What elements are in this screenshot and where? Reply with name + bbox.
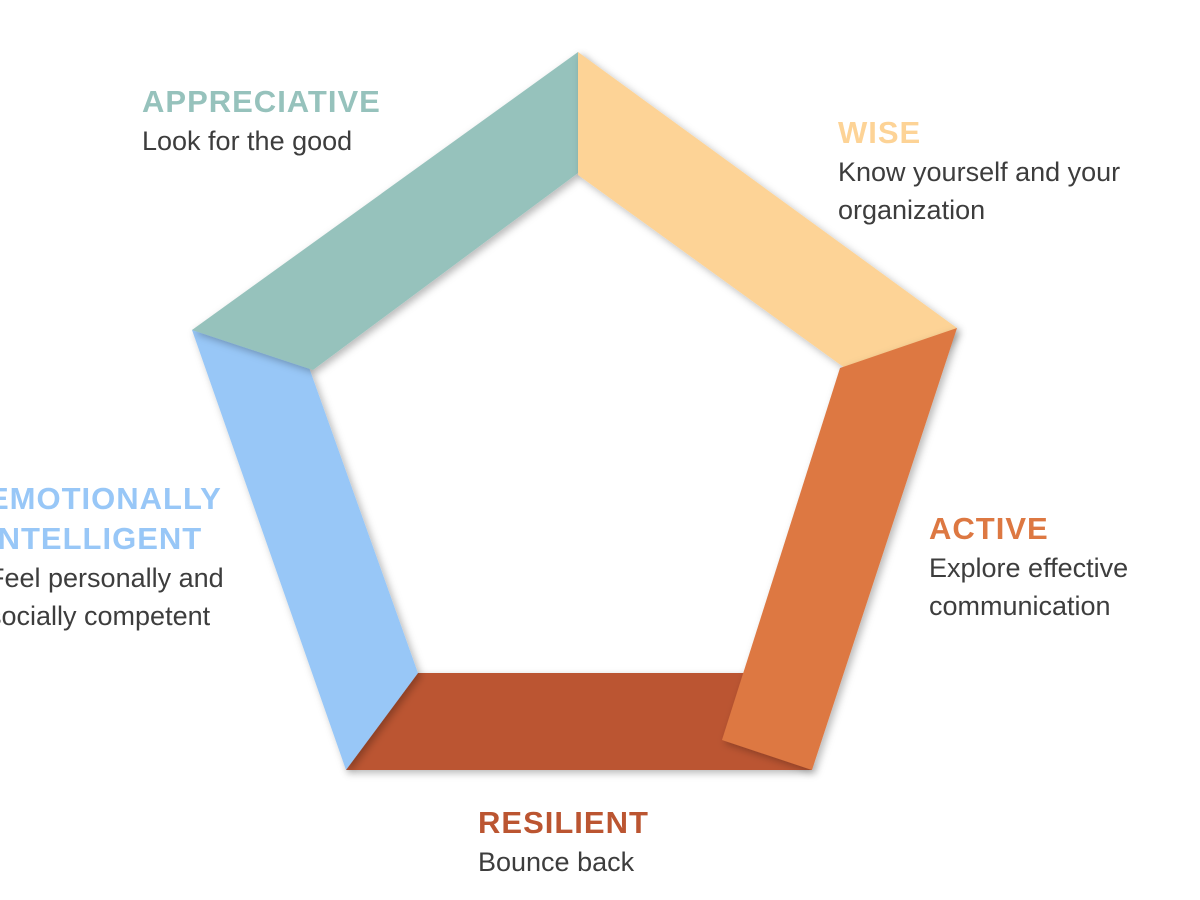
title-resilient: RESILIENT [478,805,649,840]
label-resilient: RESILIENT Bounce back [478,803,649,881]
band-wise [578,52,957,408]
label-emotionally-intelligent: EMOTIONALLY INTELLIGENT Feel personally … [0,479,224,635]
title-emotionally-intelligent-line-1: EMOTIONALLY [0,481,222,516]
title-appreciative: APPRECIATIVE [142,84,381,119]
title-wise: WISE [838,115,922,150]
description-wise-line-1: Know yourself and your [838,157,1121,187]
description-resilient: Bounce back [478,847,635,877]
description-emotionally-intelligent-line-1: Feel personally and [0,563,224,593]
band-resilient [346,673,812,770]
description-appreciative: Look for the good [142,126,353,156]
band-emotional-intelligent [192,300,418,770]
band-appreciative [192,52,636,370]
description-wise-line-2: organization [838,195,986,225]
description-active-line-1: Explore effective [929,553,1129,583]
label-active: ACTIVE Explore effective communication [929,509,1128,625]
title-active: ACTIVE [929,511,1049,546]
label-wise: WISE Know yourself and your organization [838,113,1120,229]
title-emotionally-intelligent-line-2: INTELLIGENT [0,521,203,556]
label-appreciative: APPRECIATIVE Look for the good [142,82,381,160]
band-active [722,328,957,770]
description-active-line-2: communication [929,591,1111,621]
description-emotionally-intelligent-line-2: socially competent [0,601,211,631]
